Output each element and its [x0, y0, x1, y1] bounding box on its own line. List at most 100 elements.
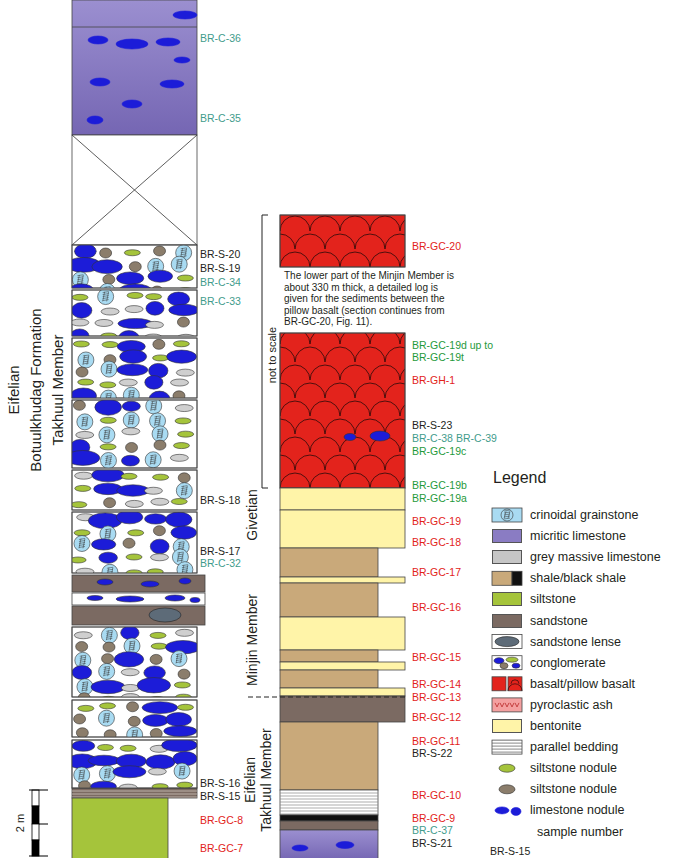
legend-symbol	[492, 635, 522, 649]
nodule	[178, 669, 190, 679]
nodule	[165, 595, 185, 601]
nodule	[176, 629, 194, 636]
crinoid-symbol	[181, 486, 187, 496]
nodule	[100, 248, 112, 258]
legend-label: sandstone	[530, 613, 588, 627]
member-label: Takhuul Member	[258, 728, 274, 832]
nodule	[495, 637, 519, 647]
nodule	[179, 578, 191, 584]
legend-label: siltstone nodule	[530, 761, 617, 775]
bed	[280, 510, 405, 548]
nodule	[173, 443, 189, 449]
nodule	[156, 38, 180, 46]
nodule	[116, 39, 148, 49]
legend-label: siltstone nodule	[530, 782, 617, 796]
legend-label: conglomerate	[530, 656, 606, 670]
nodule	[121, 669, 139, 676]
crinoid-symbol	[105, 529, 111, 539]
bed	[72, 593, 205, 605]
conglomerate-bed	[67, 739, 197, 792]
bed	[72, 627, 197, 697]
conglomerate-bed	[72, 700, 197, 743]
legend-label: bentonite	[530, 719, 581, 733]
crinoid-clast	[146, 400, 162, 414]
nodule	[148, 768, 166, 775]
nodule	[177, 275, 193, 281]
nodule	[149, 608, 181, 622]
crinoid-clast	[99, 663, 115, 679]
sample-number: BR-S-15	[490, 845, 530, 857]
legend-swatch	[492, 529, 522, 543]
nodule	[166, 512, 192, 527]
nodule	[171, 499, 187, 505]
sand-bed	[280, 696, 405, 722]
nodule	[151, 498, 169, 505]
legend-symbol	[492, 508, 522, 522]
nodule	[127, 292, 143, 298]
sample-number: BR-S-23	[412, 419, 452, 431]
nodule	[121, 473, 137, 479]
crinoid-symbol	[129, 641, 135, 651]
swatch	[492, 571, 512, 585]
nodule	[129, 262, 141, 272]
nodule	[74, 530, 90, 536]
nodule	[125, 306, 143, 313]
legend-label: micritic limestone	[530, 529, 626, 543]
nodule	[168, 292, 190, 306]
sample-number: BR-GC-19c	[412, 445, 466, 457]
crinoid-symbol	[176, 654, 182, 664]
bent-bed	[280, 488, 405, 510]
nodule	[100, 703, 116, 709]
legend-label: sample number	[537, 824, 623, 838]
nodule	[121, 694, 139, 697]
sample-number: BR-C-36	[200, 32, 241, 44]
nodule	[146, 321, 164, 328]
crinoid-symbol	[155, 416, 161, 426]
sample-number: BR-GC-17	[412, 566, 461, 578]
nodule	[72, 329, 89, 336]
nodule	[506, 657, 518, 662]
bed	[280, 790, 378, 815]
crinoid-clast	[99, 283, 115, 288]
sample-number: BR-C-39	[456, 432, 497, 444]
crinoid-clast	[74, 767, 90, 783]
nodule	[72, 450, 100, 465]
nodule	[75, 472, 93, 479]
nodule	[117, 272, 144, 285]
nodule	[121, 627, 139, 640]
nodule	[126, 570, 142, 573]
nodule	[100, 444, 116, 450]
swatch	[492, 677, 506, 691]
nodule	[90, 78, 110, 86]
nodule	[174, 57, 190, 63]
nodule	[169, 304, 197, 315]
nodule	[150, 729, 162, 737]
nodule	[73, 400, 85, 410]
nodule	[74, 632, 92, 639]
nodule	[72, 303, 92, 319]
nodule	[92, 539, 116, 550]
nodule	[91, 680, 125, 693]
nodule	[72, 319, 89, 326]
nodule	[76, 642, 88, 652]
stage-label: Eifelian	[242, 757, 258, 803]
shale-bed	[280, 722, 378, 790]
swatch	[492, 698, 522, 712]
bed	[280, 488, 405, 510]
bent-bed	[280, 617, 405, 650]
nodule	[99, 552, 118, 563]
legend-swatch	[492, 719, 522, 733]
sample-number: BR-C-35	[200, 112, 241, 124]
nodule	[72, 666, 92, 680]
nodule	[113, 766, 146, 778]
nodule	[119, 331, 139, 336]
nodule	[102, 654, 114, 664]
nodule	[175, 405, 193, 412]
bed	[280, 722, 378, 790]
conglomerate-bed	[72, 626, 200, 703]
swatch	[512, 571, 522, 585]
sample-number: BR-GC-7	[200, 842, 243, 854]
swatch	[508, 677, 522, 691]
